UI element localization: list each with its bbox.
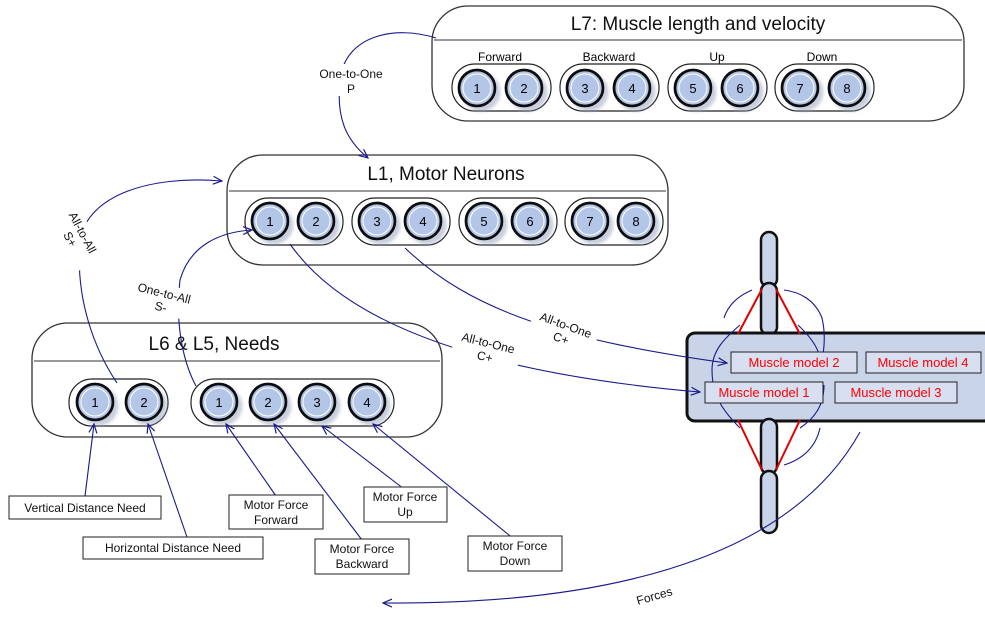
neuron-l1: 2 [298,203,334,239]
neuron-l1: 4 [405,203,441,239]
svg-text:Up: Up [397,505,413,519]
group-label-backward: Backward [583,50,636,64]
input-horizontal-distance-need: Horizontal Distance Need [83,537,263,559]
group-label-down: Down [807,50,838,64]
neuron-l1: 3 [359,203,395,239]
svg-text:Motor Force: Motor Force [483,539,548,553]
neuron-l1: 7 [572,203,608,239]
line-horizontal-need [148,424,188,540]
neuron-l7: 6 [722,70,758,106]
svg-text:8: 8 [843,81,850,96]
neuron-l7: 7 [782,70,818,106]
group-label-forward: Forward [478,50,522,64]
upper-limb-segment-1 [761,232,777,287]
neuron-l7: 1 [459,70,495,106]
svg-text:8: 8 [632,214,639,229]
group-label-up: Up [709,50,725,64]
neuron-l1: 5 [466,203,502,239]
svg-text:4: 4 [363,395,370,410]
svg-text:1: 1 [215,395,222,410]
label-all-to-one-a: All-to-One C+ [527,305,601,356]
muscle-model-2-label: Muscle model 2 [748,355,839,370]
input-vertical-distance-need: Vertical Distance Need [9,496,161,519]
muscle-body: Muscle model 2 Muscle model 4 Muscle mod… [687,232,985,533]
neuron-l1: 6 [512,203,548,239]
svg-text:5: 5 [689,81,696,96]
input-motor-force-backward: Motor Force Backward [315,539,409,574]
svg-text:Motor Force: Motor Force [330,542,395,556]
neuron-needs: 2 [250,384,286,420]
input-boxes: Vertical Distance Need Horizontal Distan… [9,487,562,574]
svg-text:6: 6 [526,214,533,229]
label-one-to-all: One-to-All S- [127,277,198,322]
svg-text:2: 2 [312,214,319,229]
body-block [687,333,985,421]
neuron-needs: 3 [299,384,335,420]
svg-text:C+: C+ [476,348,495,365]
svg-text:2: 2 [520,81,527,96]
label-all-to-all: All-to-All S+ [49,200,106,271]
neuron-needs: 4 [349,384,385,420]
label-all-to-one-b: All-to-One C+ [450,326,523,372]
layer-l7-title: L7: Muscle length and velocity [571,14,826,35]
layer-l7: L7: Muscle length and velocity Forward B… [432,6,964,121]
layer-l6-l5: L6 & L5, Needs 1 2 1 2 3 4 [32,323,442,437]
input-motor-force-down: Motor Force Down [468,536,562,571]
svg-text:Motor Force: Motor Force [244,498,309,512]
neuron-l1: 1 [252,203,288,239]
svg-text:1: 1 [473,81,480,96]
svg-text:7: 7 [586,214,593,229]
svg-text:2: 2 [264,395,271,410]
svg-text:4: 4 [628,81,635,96]
svg-text:Motor Force: Motor Force [373,490,438,504]
neuron-l7: 8 [829,70,865,106]
svg-text:2: 2 [140,395,147,410]
svg-text:4: 4 [419,214,426,229]
svg-text:Forward: Forward [254,513,298,527]
svg-text:5: 5 [480,214,487,229]
neuron-l7: 2 [506,70,542,106]
neuron-l7: 3 [567,70,603,106]
neuron-needs: 2 [126,384,162,420]
upper-limb-segment-2 [761,283,777,335]
svg-text:1: 1 [266,214,273,229]
input-motor-force-up: Motor Force Up [364,487,447,522]
svg-text:7: 7 [796,81,803,96]
arrow-forces [383,432,860,603]
lower-limb-segment-2 [761,471,777,533]
layer-l1-title: L1, Motor Neurons [367,164,524,185]
label-forces: Forces [630,582,679,610]
svg-text:One-to-One: One-to-One [319,67,383,81]
svg-text:Down: Down [500,554,531,568]
neuron-l7: 5 [675,70,711,106]
label-l7-to-l1: One-to-One P [316,64,388,96]
svg-text:3: 3 [313,395,320,410]
neuron-l7: 4 [614,70,650,106]
neuron-needs: 1 [201,384,237,420]
svg-text:1: 1 [91,395,98,410]
svg-text:3: 3 [373,214,380,229]
muscle-model-3-label: Muscle model 3 [850,385,941,400]
muscle-model-1-label: Muscle model 1 [718,385,809,400]
svg-text:3: 3 [581,81,588,96]
layer-l6-l5-title: L6 & L5, Needs [149,334,280,355]
svg-text:P: P [347,82,355,96]
input-motor-force-forward: Motor Force Forward [229,495,323,529]
svg-text:Backward: Backward [336,557,389,571]
lower-limb-segment-1 [761,419,777,474]
muscle-model-4-label: Muscle model 4 [877,355,968,370]
neuron-needs: 1 [77,384,113,420]
neuron-l1: 8 [618,203,654,239]
svg-text:6: 6 [736,81,743,96]
svg-text:Vertical Distance Need: Vertical Distance Need [24,501,145,515]
svg-text:Horizontal Distance Need: Horizontal Distance Need [105,541,241,555]
